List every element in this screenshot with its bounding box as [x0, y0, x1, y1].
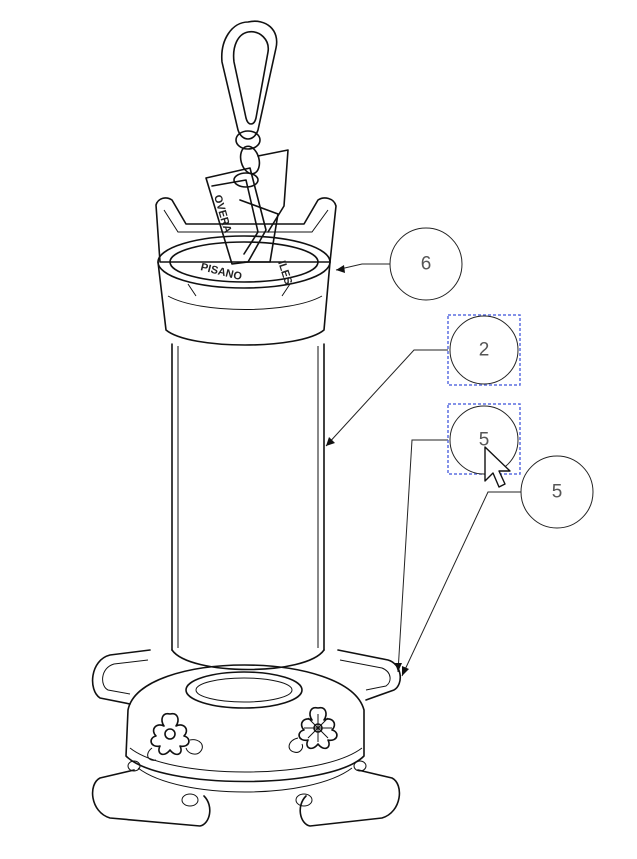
lid-side-text: ILES: [275, 259, 294, 286]
flower-port-left[interactable]: [147, 712, 203, 761]
leader-line-2: [325, 349, 448, 447]
clip-assembly[interactable]: OVERA: [205, 149, 289, 265]
leader-line-5-selected: [395, 439, 448, 673]
flower-port-right[interactable]: [288, 706, 338, 753]
mouse-cursor-icon: [484, 446, 511, 488]
balloon-5-selected-label: 5: [479, 430, 490, 451]
balloon-6-label: 6: [421, 254, 432, 275]
reservoir-tube[interactable]: [171, 343, 325, 671]
leader-line-5: [401, 491, 522, 677]
hanger-hook[interactable]: [221, 20, 278, 188]
balloon-2[interactable]: 2: [447, 314, 521, 386]
feeder-base[interactable]: [91, 649, 401, 827]
selection-box-2: [447, 314, 521, 386]
balloon-6[interactable]: 6: [389, 227, 463, 301]
balloon-5[interactable]: 5: [520, 455, 594, 529]
balloon-2-label: 2: [479, 340, 490, 361]
balloon-5-selected[interactable]: 5: [447, 403, 521, 475]
leader-line-6: [335, 263, 390, 273]
top-cap[interactable]: PISANO ILES: [155, 197, 337, 346]
balloon-5-label: 5: [552, 482, 563, 503]
clip-embossed-text: OVERA: [211, 194, 233, 235]
